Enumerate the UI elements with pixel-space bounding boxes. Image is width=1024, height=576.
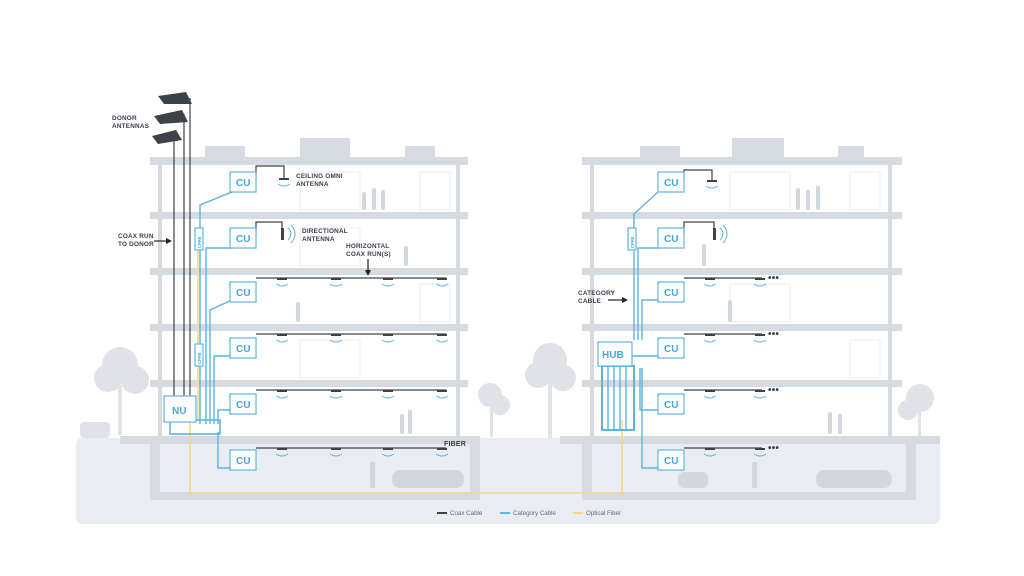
- svg-text:ANTENNA: ANTENNA: [302, 236, 335, 243]
- label-donor-antennas: DONOR ANTENNAS: [112, 115, 150, 130]
- label-category-cable: CATEGORY CABLE: [578, 290, 628, 305]
- donor-antennas: [152, 92, 192, 144]
- label-horizontal-coax: HORIZONTAL COAX RUN(S): [346, 243, 391, 276]
- svg-text:CPRE: CPRE: [197, 352, 202, 364]
- svg-text:CU: CU: [664, 178, 678, 189]
- donor-coax-lines: [173, 98, 191, 398]
- svg-text:CU: CU: [664, 400, 678, 411]
- right-category-cables: [601, 191, 659, 469]
- svg-text:CU: CU: [236, 400, 250, 411]
- svg-text:CU: CU: [664, 456, 678, 467]
- legend-fiber: Optical Fiber: [586, 510, 621, 517]
- more-indicator: •••: [768, 385, 779, 396]
- cu-unit: CU: [229, 171, 257, 193]
- svg-text:CU: CU: [664, 344, 678, 355]
- cu-units-left: CU CU CU CU CU CU: [229, 171, 257, 471]
- right-building: [560, 138, 940, 500]
- label-ceiling-omni: CEILING OMNI ANTENNA: [296, 173, 343, 188]
- ceiling-omni-antennas: [275, 178, 767, 457]
- cu-unit: CU: [229, 281, 257, 303]
- cu-unit: CU: [657, 337, 685, 359]
- cu-unit: CU: [229, 337, 257, 359]
- cu-unit: CU: [229, 449, 257, 471]
- trees: [80, 343, 934, 438]
- legend: Coax Cable Category Cable Optical Fiber: [437, 510, 621, 517]
- directional-antennas: [281, 224, 728, 244]
- label-coax-run-to-donor: COAX RUN TO DONOR: [118, 233, 172, 248]
- svg-text:CPRE: CPRE: [197, 236, 202, 248]
- svg-text:TO DONOR: TO DONOR: [118, 241, 154, 248]
- svg-text:CU: CU: [664, 288, 678, 299]
- cu-unit: CU: [229, 393, 257, 415]
- horizontal-coax-runs: [255, 165, 762, 449]
- cu-unit: CU: [657, 171, 685, 193]
- hub-unit: HUB: [597, 341, 633, 367]
- cu-unit: CU: [229, 227, 257, 249]
- cu-unit: CU: [657, 281, 685, 303]
- cu-unit: CU: [657, 227, 685, 249]
- svg-text:DONOR: DONOR: [112, 115, 137, 122]
- svg-text:FIBER: FIBER: [444, 441, 466, 448]
- cu-unit: CU: [657, 393, 685, 415]
- svg-text:CU: CU: [236, 456, 250, 467]
- svg-text:CABLE: CABLE: [578, 298, 602, 305]
- legend-coax: Coax Cable: [450, 510, 483, 517]
- svg-text:CU: CU: [236, 178, 250, 189]
- more-indicator: •••: [768, 273, 779, 284]
- label-fiber: FIBER: [444, 441, 466, 448]
- svg-text:COAX RUN(S): COAX RUN(S): [346, 251, 391, 258]
- left-building: [120, 138, 480, 500]
- cpre-unit-left-lower: CPRE: [194, 343, 204, 367]
- svg-text:COAX RUN: COAX RUN: [118, 233, 154, 240]
- svg-text:DIRECTIONAL: DIRECTIONAL: [302, 228, 348, 235]
- svg-text:NU: NU: [172, 406, 186, 417]
- svg-text:ANTENNAS: ANTENNAS: [112, 123, 150, 130]
- more-indicator: •••: [768, 443, 779, 454]
- svg-text:HORIZONTAL: HORIZONTAL: [346, 243, 389, 250]
- cpre-unit-left-upper: CPRE: [194, 227, 204, 251]
- svg-text:HUB: HUB: [602, 350, 624, 361]
- svg-text:ANTENNA: ANTENNA: [296, 181, 329, 188]
- more-indicator: •••: [768, 329, 779, 340]
- ground-base: [76, 438, 940, 524]
- nu-unit: NU: [163, 395, 197, 423]
- svg-text:CATEGORY: CATEGORY: [578, 290, 616, 297]
- cpre-unit-right: CPRE: [627, 227, 637, 251]
- label-directional: DIRECTIONAL ANTENNA: [302, 228, 348, 243]
- more-indicators: ••• ••• ••• •••: [768, 273, 779, 454]
- cu-unit: CU: [657, 449, 685, 471]
- svg-text:CU: CU: [236, 288, 250, 299]
- legend-category: Category Cable: [513, 510, 557, 517]
- svg-text:CU: CU: [664, 234, 678, 245]
- svg-text:CPRE: CPRE: [630, 236, 635, 248]
- people-silhouettes: [296, 186, 892, 488]
- cu-units-right: CU CU CU CU CU CU: [657, 171, 685, 471]
- svg-text:CEILING OMNI: CEILING OMNI: [296, 173, 343, 180]
- svg-text:CU: CU: [236, 234, 250, 245]
- cpre-units: CPRE CPRE CPRE: [194, 227, 637, 367]
- svg-text:CU: CU: [236, 344, 250, 355]
